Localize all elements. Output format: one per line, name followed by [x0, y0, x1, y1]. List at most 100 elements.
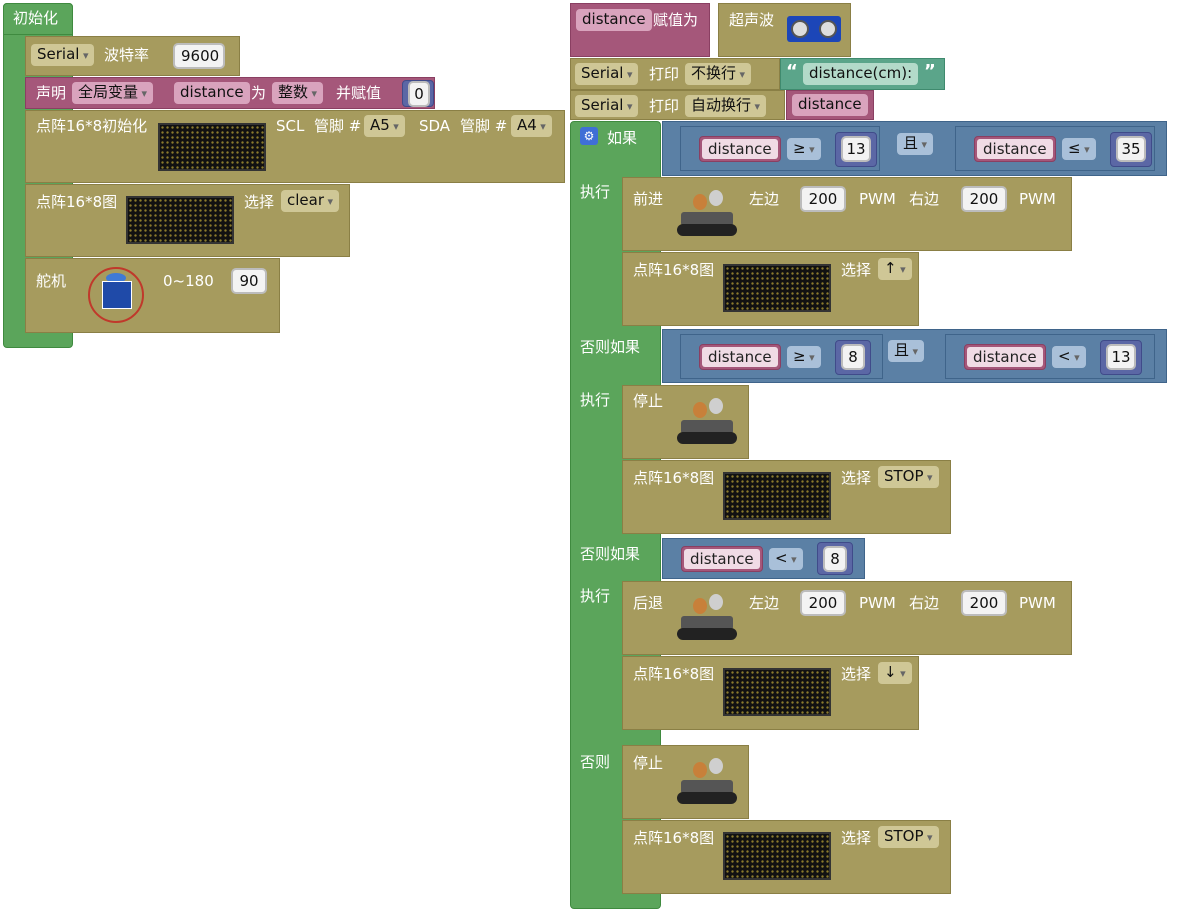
- ultrasonic-block[interactable]: 超声波: [718, 3, 851, 57]
- right-label: 右边: [909, 594, 940, 612]
- right-pwm-input[interactable]: 200: [961, 590, 1007, 616]
- serial-port-select[interactable]: Serial: [575, 95, 639, 117]
- left-pwm-input[interactable]: 200: [800, 590, 846, 616]
- stop-label: 停止: [633, 754, 664, 772]
- text-input[interactable]: distance(cm):: [803, 63, 919, 85]
- logic-op-select[interactable]: 且: [897, 133, 934, 155]
- matrix-draw-block[interactable]: 点阵16*8图 选择 ↓: [622, 656, 919, 730]
- left-pwm-input[interactable]: 200: [800, 186, 846, 212]
- matrix-pattern-select[interactable]: ↓: [878, 662, 912, 684]
- matrix-init-label: 点阵16*8初始化: [36, 117, 148, 135]
- print-mode-select[interactable]: 不换行: [685, 63, 752, 85]
- matrix-image: [723, 668, 831, 716]
- matrix-pattern-select[interactable]: ↑: [878, 258, 912, 280]
- if-do-label: 执行: [580, 183, 611, 201]
- setup-block-bar: [3, 3, 73, 35]
- var-distance[interactable]: distance: [964, 344, 1046, 370]
- declare-value-input[interactable]: 0: [408, 81, 430, 107]
- if-right-compare[interactable]: distance ≤ 35: [955, 126, 1155, 171]
- compare-value-input[interactable]: 13: [841, 136, 871, 162]
- select-label: 选择: [841, 261, 872, 279]
- matrix-pattern-select[interactable]: STOP: [878, 466, 939, 488]
- var-distance[interactable]: distance: [699, 344, 781, 370]
- print-mode-select[interactable]: 自动换行: [685, 95, 767, 117]
- print-var-field[interactable]: distance: [792, 94, 868, 116]
- print-var-block[interactable]: distance: [786, 90, 874, 120]
- if-left-compare[interactable]: distance ≥ 13: [680, 126, 880, 171]
- pwm-label: PWM: [859, 190, 896, 208]
- scl-label: SCL: [276, 117, 305, 135]
- sda-label: SDA: [419, 117, 451, 135]
- compare-op-select[interactable]: ≥: [787, 346, 821, 368]
- matrix-draw-block[interactable]: 点阵16*8图 选择 STOP: [622, 820, 951, 894]
- right-pwm-input[interactable]: 200: [961, 186, 1007, 212]
- matrix-pattern-select[interactable]: clear: [281, 190, 340, 212]
- print-label: 打印: [649, 97, 680, 115]
- matrix-draw-label: 点阵16*8图: [633, 469, 715, 487]
- right-label: 右边: [909, 190, 940, 208]
- serial-port-select[interactable]: Serial: [575, 63, 639, 85]
- baud-label: 波特率: [104, 46, 150, 64]
- assign-label: 赋值为: [653, 11, 699, 29]
- var-distance[interactable]: distance: [699, 136, 781, 162]
- gear-icon[interactable]: ⚙: [580, 127, 598, 145]
- close-quote-icon: ”: [924, 61, 936, 82]
- robot-car-icon: [675, 756, 739, 806]
- matrix-pattern-select[interactable]: STOP: [878, 826, 939, 848]
- compare-value-input[interactable]: 8: [841, 344, 865, 370]
- matrix-draw-label: 点阵16*8图: [36, 193, 118, 211]
- matrix-draw-block[interactable]: 点阵16*8图 选择 ↑: [622, 252, 919, 326]
- serial-port-select[interactable]: Serial: [31, 44, 95, 66]
- elif2-label: 否则如果: [580, 545, 641, 563]
- scl-pin-select[interactable]: A5: [364, 115, 405, 137]
- left-label: 左边: [749, 190, 780, 208]
- else-label: 否则: [580, 753, 611, 771]
- serial-println-block[interactable]: Serial 打印 自动换行: [570, 90, 785, 120]
- assign-block[interactable]: distance 赋值为: [570, 3, 710, 57]
- servo-block[interactable]: 舵机 0~180 90: [25, 258, 280, 333]
- if-label: 如果: [607, 129, 638, 147]
- sda-pin-select[interactable]: A4: [511, 115, 552, 137]
- text-block[interactable]: “ distance(cm): ”: [780, 58, 945, 90]
- matrix-draw-block[interactable]: 点阵16*8图 选择 clear: [25, 184, 350, 257]
- robot-car-icon: [675, 592, 739, 642]
- compare-value-input[interactable]: 13: [1106, 344, 1136, 370]
- pwm-label: PWM: [859, 594, 896, 612]
- type-select[interactable]: 整数: [272, 82, 324, 104]
- matrix-draw-label: 点阵16*8图: [633, 261, 715, 279]
- declare-block[interactable]: 声明 全局变量 distance 为 整数 并赋值 0: [25, 77, 435, 109]
- servo-range-label: 0~180: [163, 272, 214, 290]
- assign-var-field[interactable]: distance: [576, 9, 652, 31]
- compare-value-input[interactable]: 35: [1116, 136, 1146, 162]
- servo-angle-input[interactable]: 90: [231, 268, 267, 294]
- compare-op-select[interactable]: ≥: [787, 138, 821, 160]
- compare-op-select[interactable]: <: [1052, 346, 1086, 368]
- matrix-draw-block[interactable]: 点阵16*8图 选择 STOP: [622, 460, 951, 534]
- stop-label: 停止: [633, 392, 664, 410]
- serial-print-block[interactable]: Serial 打印 不换行: [570, 58, 780, 90]
- servo-icon: [88, 267, 144, 323]
- serial-begin-block[interactable]: Serial 波特率 9600: [25, 36, 240, 76]
- var-name-field[interactable]: distance: [174, 82, 250, 104]
- compare-op-select[interactable]: <: [769, 548, 803, 570]
- var-distance[interactable]: distance: [681, 546, 763, 572]
- matrix-init-block[interactable]: 点阵16*8初始化 SCL 管脚 # A5 SDA 管脚 # A4: [25, 110, 565, 183]
- elif1-left-compare[interactable]: distance ≥ 8: [680, 334, 883, 379]
- backward-block[interactable]: 后退 左边 200 PWM 右边 200 PWM: [622, 581, 1072, 655]
- var-distance[interactable]: distance: [974, 136, 1056, 162]
- stop-block[interactable]: 停止: [622, 745, 749, 819]
- stop-block[interactable]: 停止: [622, 385, 749, 459]
- declare-label: 声明: [36, 84, 67, 102]
- compare-value-input[interactable]: 8: [823, 546, 847, 572]
- servo-label: 舵机: [36, 272, 67, 290]
- select-label: 选择: [841, 829, 872, 847]
- logic-op-select[interactable]: 且: [888, 340, 925, 362]
- forward-label: 前进: [633, 190, 664, 208]
- elif2-condition[interactable]: distance < 8: [662, 538, 865, 579]
- forward-block[interactable]: 前进 左边 200 PWM 右边 200 PWM: [622, 177, 1072, 251]
- compare-op-select[interactable]: ≤: [1062, 138, 1096, 160]
- elif1-right-compare[interactable]: distance < 13: [945, 334, 1155, 379]
- pwm-label: PWM: [1019, 190, 1056, 208]
- baud-input[interactable]: 9600: [173, 43, 225, 69]
- scope-select[interactable]: 全局变量: [72, 82, 154, 104]
